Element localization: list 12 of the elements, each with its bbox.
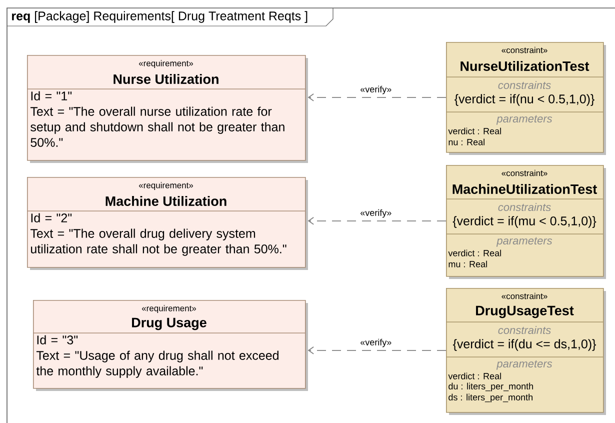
- constraint-box: «constraint» NurseUtilizationTest constraints {verdict = if(nu < 0.5,1,0)} parameters verdict : Real nu : Real: [446, 42, 606, 155]
- requirement-box: «requirement» Drug Usage Id = "3" Text = "Usage of any drug shall not exceed the monthly supply available.": [32, 300, 308, 391]
- edge-label: «verify»: [359, 208, 393, 219]
- edge-label: «verify»: [359, 338, 393, 348]
- requirement-box: «requirement» Nurse Utilization Id = "1" Text = "The overall nurse utilization rate for setup and shutdown shall not be greater than 50%.": [26, 55, 308, 163]
- constraint-box: «constraint» MachineUtilizationTest constraints {verdict = if(mu < 0.5,1,0)} parameters verdict : Real mu : Real: [446, 165, 606, 279]
- requirement-box: «requirement» Machine Utilization Id = "2" Text = "The overall drug delivery system utilization rate shall not be greater than 50%.": [26, 177, 308, 270]
- dependency-arrow: [308, 346, 446, 354]
- dependency-arrow: [308, 216, 446, 225]
- constraint-box: «constraint» DrugUsageTest constraints {verdict = if(du <= ds,1,0)} parameters verdict : Real du : liters_per_month ds : liters_per_month: [446, 288, 606, 415]
- edge-label: «verify»: [359, 84, 393, 96]
- dependency-arrow: [308, 93, 446, 102]
